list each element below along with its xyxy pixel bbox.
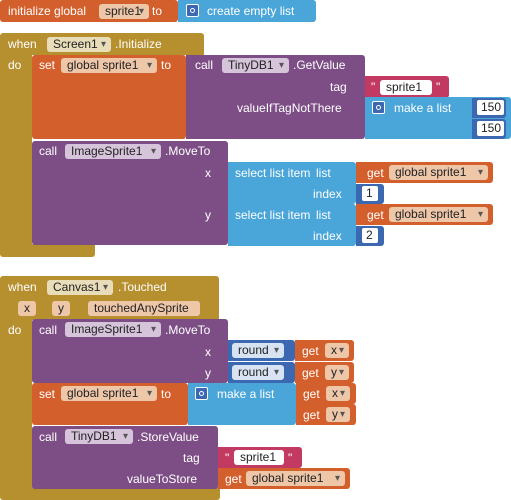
quote-close: "	[288, 451, 293, 465]
event-bottom-cap	[0, 487, 220, 500]
round-dropdown[interactable]: round	[232, 365, 284, 380]
param-index-label: index	[313, 187, 342, 201]
param-tag-label: tag	[330, 80, 347, 94]
quote-open: "	[371, 80, 376, 94]
quote-open: "	[225, 451, 230, 465]
number-field[interactable]: 150	[477, 121, 504, 136]
mutator-gear-icon[interactable]	[186, 4, 199, 17]
round-dropdown[interactable]: round	[232, 343, 284, 358]
param-index-label: index	[313, 229, 342, 243]
param-tag-label: tag	[183, 451, 200, 465]
method-getvalue: .GetValue	[293, 58, 346, 72]
select-list-item-label: select list item	[235, 208, 311, 222]
imagesprite-component-dropdown[interactable]: ImageSprite1	[65, 322, 161, 337]
event-name: .Touched	[118, 280, 167, 294]
param-list-label: list	[316, 208, 331, 222]
quote-close: "	[436, 80, 441, 94]
kw-get: get	[225, 472, 242, 486]
param-y-label: y	[205, 208, 211, 222]
param-default-label: valueIfTagNotThere	[237, 101, 342, 115]
screen-component-dropdown[interactable]: Screen1	[47, 37, 111, 52]
tinydb-component-dropdown[interactable]: TinyDB1	[65, 429, 133, 444]
param-x-label: x	[205, 166, 211, 180]
kw-when: when	[8, 37, 37, 51]
set-variable-dropdown[interactable]: global sprite1	[61, 58, 157, 73]
imagesprite-component-dropdown[interactable]: ImageSprite1	[65, 144, 161, 159]
kw-call: call	[39, 144, 58, 158]
kw-set: set	[39, 58, 56, 72]
make-a-list-label: make a list	[217, 387, 275, 401]
event-name: .Initialize	[115, 37, 162, 51]
kw-get: get	[303, 408, 320, 422]
event-param-touchedanysprite[interactable]: touchedAnySprite	[88, 301, 200, 316]
make-a-list-label: make a list	[394, 101, 452, 115]
global-name-field[interactable]: sprite1	[99, 4, 149, 19]
kw-get: get	[302, 344, 319, 358]
get-param-dropdown[interactable]: x	[326, 386, 350, 401]
kw-to: to	[152, 4, 163, 18]
kw-to: to	[161, 58, 172, 72]
kw-call: call	[39, 323, 58, 337]
get-variable-dropdown[interactable]: global sprite1	[389, 207, 488, 222]
get-variable-dropdown[interactable]: global sprite1	[389, 165, 488, 180]
param-list-label: list	[316, 166, 331, 180]
select-list-item-block[interactable]	[228, 204, 356, 246]
get-param-dropdown[interactable]: y	[326, 407, 350, 422]
index-number-field[interactable]: 2	[362, 228, 378, 243]
canvas-component-dropdown[interactable]: Canvas1	[47, 280, 113, 295]
kw-set: set	[39, 387, 56, 401]
tag-text-field[interactable]: sprite1	[380, 80, 432, 95]
kw-to: to	[161, 387, 172, 401]
number-field[interactable]: 150	[477, 100, 504, 115]
get-param-dropdown[interactable]: y	[325, 365, 349, 380]
event-bottom-cap	[0, 244, 95, 257]
param-y-label: y	[205, 366, 211, 380]
mutator-gear-icon[interactable]	[195, 387, 208, 400]
param-x-label: x	[205, 345, 211, 359]
set-variable-dropdown[interactable]: global sprite1	[61, 386, 157, 401]
select-list-item-label: select list item	[235, 166, 311, 180]
create-empty-list-block[interactable]	[178, 0, 316, 22]
kw-call: call	[195, 58, 214, 72]
kw-do: do	[8, 58, 22, 72]
param-valuetostore-label: valueToStore	[127, 472, 198, 486]
event-param-x[interactable]: x	[18, 301, 36, 316]
event-do-rail	[0, 320, 32, 488]
method-storevalue: .StoreValue	[137, 430, 199, 444]
index-number-field[interactable]: 1	[362, 186, 378, 201]
get-variable-dropdown[interactable]: global sprite1	[246, 471, 345, 486]
kw-get: get	[367, 208, 384, 222]
tinydb-component-dropdown[interactable]: TinyDB1	[222, 58, 289, 73]
kw-initialize-global: initialize global	[8, 4, 87, 18]
event-param-y[interactable]: y	[52, 301, 70, 316]
select-list-item-block[interactable]	[228, 162, 356, 204]
mutator-gear-icon[interactable]	[372, 101, 385, 114]
method-moveto: .MoveTo	[165, 323, 211, 337]
kw-call: call	[39, 430, 58, 444]
kw-do: do	[8, 323, 22, 337]
kw-when: when	[8, 280, 37, 294]
get-param-dropdown[interactable]: x	[325, 343, 349, 358]
method-moveto: .MoveTo	[165, 144, 211, 158]
kw-get: get	[303, 387, 320, 401]
event-do-rail	[0, 55, 32, 253]
kw-get: get	[302, 366, 319, 380]
create-empty-list-label: create empty list	[207, 4, 295, 18]
tag-text-field[interactable]: sprite1	[234, 450, 284, 465]
kw-get: get	[367, 166, 384, 180]
